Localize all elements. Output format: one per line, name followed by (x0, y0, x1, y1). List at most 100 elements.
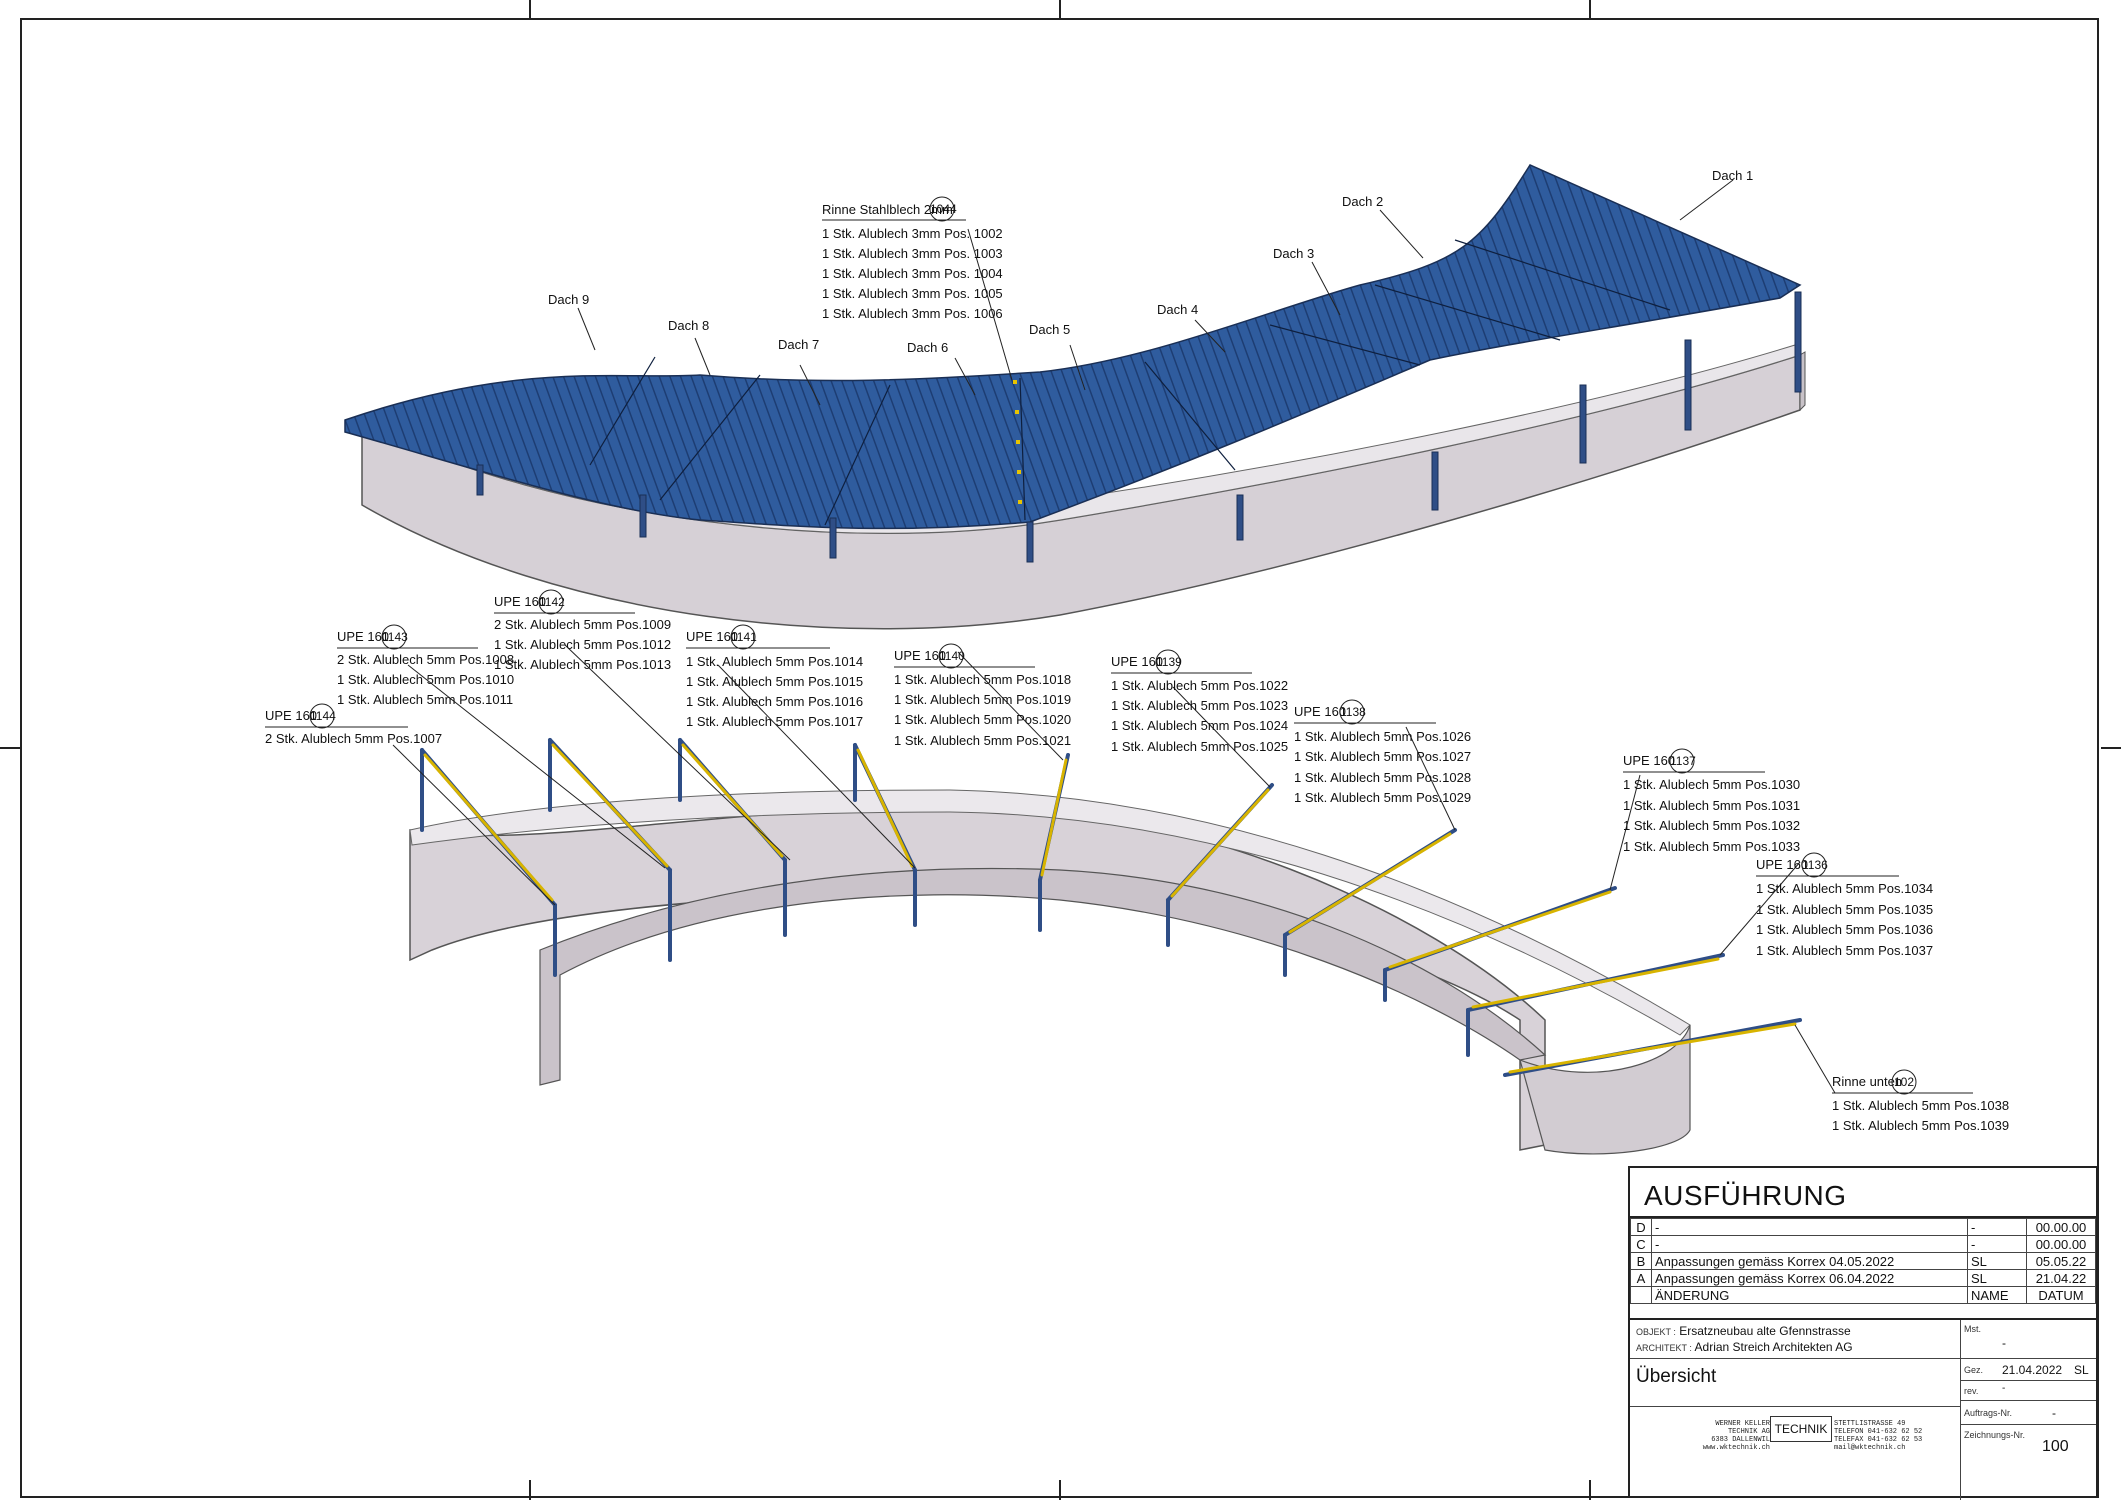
roof-label-3: Dach 3 (1273, 246, 1314, 261)
view-title: Übersicht (1636, 1366, 1717, 1387)
beam-item: 1 Stk. Alublech 5mm Pos.1027 (1294, 749, 1471, 764)
beam-callout-1137: UPE 160 1137 1 Stk. Alublech 5mm Pos.103… (1623, 748, 1800, 854)
zeichnung-value: 100 (2042, 1438, 2069, 1455)
rev-value: - (2002, 1383, 2006, 1394)
revision-row: C - - 00.00.00 (1630, 1235, 2096, 1253)
beam-item: 1 Stk. Alublech 5mm Pos.1035 (1756, 902, 1933, 917)
beam-item: 1 Stk. Alublech 5mm Pos.1012 (494, 637, 671, 652)
objekt-label: OBJEKT : (1636, 1327, 1676, 1337)
top-roof (344, 164, 1802, 563)
gez-name: SL (2074, 1363, 2089, 1377)
beam-item: 2 Stk. Alublech 5mm Pos.1009 (494, 617, 671, 632)
drawing-info: Mst. - Gez. 21.04.2022 SL rev. - Auftrag… (1960, 1320, 2096, 1500)
architekt-line: ARCHITEKT : Adrian Streich Architekten A… (1636, 1340, 1853, 1354)
rinne-top-item: 1 Stk. Alublech 3mm Pos. 1002 (822, 226, 1003, 241)
roof-label-2: Dach 2 (1342, 194, 1383, 209)
beam-item: 1 Stk. Alublech 5mm Pos.1032 (1623, 818, 1800, 833)
status-title: AUSFÜHRUNG (1630, 1168, 2096, 1218)
beam-title: UPE 160 (1294, 704, 1346, 719)
beam-item: 1 Stk. Alublech 5mm Pos.1014 (686, 654, 863, 669)
rinne-top-item: 1 Stk. Alublech 3mm Pos. 1003 (822, 246, 1003, 261)
beam-item: 1 Stk. Alublech 5mm Pos.1020 (894, 712, 1071, 727)
project-info: OBJEKT : Ersatzneubau alte Gfennstrasse … (1630, 1320, 1961, 1500)
revision-letter: A (1630, 1269, 1652, 1287)
beam-pos: 1136 (1802, 858, 1828, 872)
revision-letter: C (1630, 1235, 1652, 1253)
beam-item: 1 Stk. Alublech 5mm Pos.1028 (1294, 770, 1471, 785)
revision-date: 00.00.00 (2026, 1235, 2096, 1253)
contact-line: mail@wktechnik.ch (1834, 1444, 1906, 1452)
bottom-beams (420, 738, 1802, 1077)
revision-row: A Anpassungen gemäss Korrex 06.04.2022 S… (1630, 1269, 2096, 1287)
beam-callout-1143: UPE 160 1143 2 Stk. Alublech 5mm Pos.100… (337, 624, 514, 707)
rev-row: rev. - (1960, 1382, 2096, 1400)
beam-item: 1 Stk. Alublech 5mm Pos.1018 (894, 672, 1071, 687)
revision-letter: B (1630, 1252, 1652, 1270)
beam-item: 1 Stk. Alublech 5mm Pos.1011 (337, 692, 513, 707)
beam-item: 2 Stk. Alublech 5mm Pos.1007 (265, 731, 442, 746)
rinne-top-title: Rinne Stahlblech 2mm (822, 202, 953, 217)
revision-text: - (1651, 1235, 1968, 1253)
zeichnung-row: Zeichnungs-Nr. 100 (1960, 1426, 2096, 1456)
beam-item: 1 Stk. Alublech 5mm Pos.1024 (1111, 718, 1288, 733)
roof-label-7: Dach 7 (778, 337, 819, 352)
beam-callout-1144: UPE 160 1144 2 Stk. Alublech 5mm Pos.100… (265, 703, 442, 746)
revision-row: D - - 00.00.00 (1630, 1218, 2096, 1236)
roof-label-8: Dach 8 (668, 318, 709, 333)
beam-callout-1139: UPE 160 1139 1 Stk. Alublech 5mm Pos.102… (1111, 649, 1288, 754)
rinne-top-item: 1 Stk. Alublech 3mm Pos. 1004 (822, 266, 1003, 281)
bottom-walls (409, 789, 1691, 1155)
revision-text: Anpassungen gemäss Korrex 06.04.2022 (1651, 1269, 1968, 1287)
beam-pos: 1137 (1670, 754, 1696, 768)
rinne-top-item: 1 Stk. Alublech 3mm Pos. 1006 (822, 306, 1003, 321)
beam-item: 1 Stk. Alublech 5mm Pos.1019 (894, 692, 1071, 707)
company-contact: STETTLISTRASSE 49 TELEFON 041-632 62 52 … (1834, 1420, 1922, 1452)
roof-label-9: Dach 9 (548, 292, 589, 307)
beam-callout-1142: UPE 160 1142 2 Stk. Alublech 5mm Pos.100… (494, 589, 671, 672)
beam-title: UPE 160 (494, 594, 546, 609)
project-section: OBJEKT : Ersatzneubau alte Gfennstrasse … (1630, 1318, 2096, 1500)
roof-label-5: Dach 5 (1029, 322, 1070, 337)
roof-label-6: Dach 6 (907, 340, 948, 355)
revision-name: - (1967, 1235, 2027, 1253)
beam-item: 1 Stk. Alublech 5mm Pos.1021 (894, 733, 1071, 748)
beam-item: 1 Stk. Alublech 5mm Pos.1037 (1756, 943, 1933, 958)
beam-pos: 1138 (1340, 705, 1366, 719)
revision-date: 21.04.22 (2026, 1269, 2096, 1287)
company-logo: TECHNIK (1770, 1416, 1832, 1442)
objekt-line: OBJEKT : Ersatzneubau alte Gfennstrasse (1636, 1324, 1851, 1338)
beam-callout-1138: UPE 160 1138 1 Stk. Alublech 5mm Pos.102… (1294, 699, 1471, 805)
beam-title: UPE 160 (894, 648, 946, 663)
revision-name: SL (1967, 1269, 2027, 1287)
revision-date: 00.00.00 (2026, 1218, 2096, 1236)
beam-callout-1141: UPE 160 1141 1 Stk. Alublech 5mm Pos.101… (686, 624, 863, 729)
revision-header-date: DATUM (2026, 1286, 2096, 1304)
beam-item: 1 Stk. Alublech 5mm Pos.1015 (686, 674, 863, 689)
beam-callout-1140: UPE 160 1140 1 Stk. Alublech 5mm Pos.101… (894, 643, 1071, 748)
beam-title: UPE 160 (265, 708, 317, 723)
beam-item: 1 Stk. Alublech 5mm Pos.1013 (494, 657, 671, 672)
revision-row: B Anpassungen gemäss Korrex 04.05.2022 S… (1630, 1252, 2096, 1270)
beam-pos: 1142 (539, 595, 565, 609)
roof-label-4: Dach 4 (1157, 302, 1198, 317)
beam-item: 1 Stk. Alublech 5mm Pos.1016 (686, 694, 863, 709)
beam-item: 1 Stk. Alublech 5mm Pos.1022 (1111, 678, 1288, 693)
architekt-value: Adrian Streich Architekten AG (1694, 1340, 1853, 1354)
revision-letter: D (1630, 1218, 1652, 1236)
gez-date: 21.04.2022 (2002, 1363, 2063, 1377)
revision-header-name: NAME (1967, 1286, 2027, 1304)
beam-title: UPE 160 (686, 629, 738, 644)
beam-title: UPE 160 (1623, 753, 1675, 768)
beam-callout-1136: UPE 160 1136 1 Stk. Alublech 5mm Pos.103… (1756, 852, 1933, 958)
rinne-bottom-item: 1 Stk. Alublech 5mm Pos.1038 (1832, 1098, 2009, 1113)
auftrag-value: - (2052, 1406, 2056, 1420)
title-block: AUSFÜHRUNG D - - 00.00.00 C - - 00.00.00… (1628, 1166, 2098, 1500)
revision-date: 05.05.22 (2026, 1252, 2096, 1270)
beam-title: UPE 160 (1756, 857, 1808, 872)
revision-name: SL (1967, 1252, 2027, 1270)
beam-item: 1 Stk. Alublech 5mm Pos.1025 (1111, 739, 1288, 754)
rinne-bottom-pos: 102 (1894, 1075, 1914, 1089)
contact-line: TELEFON 041-632 62 52 (1834, 1428, 1923, 1436)
gez-label: Gez. (1964, 1365, 1984, 1375)
